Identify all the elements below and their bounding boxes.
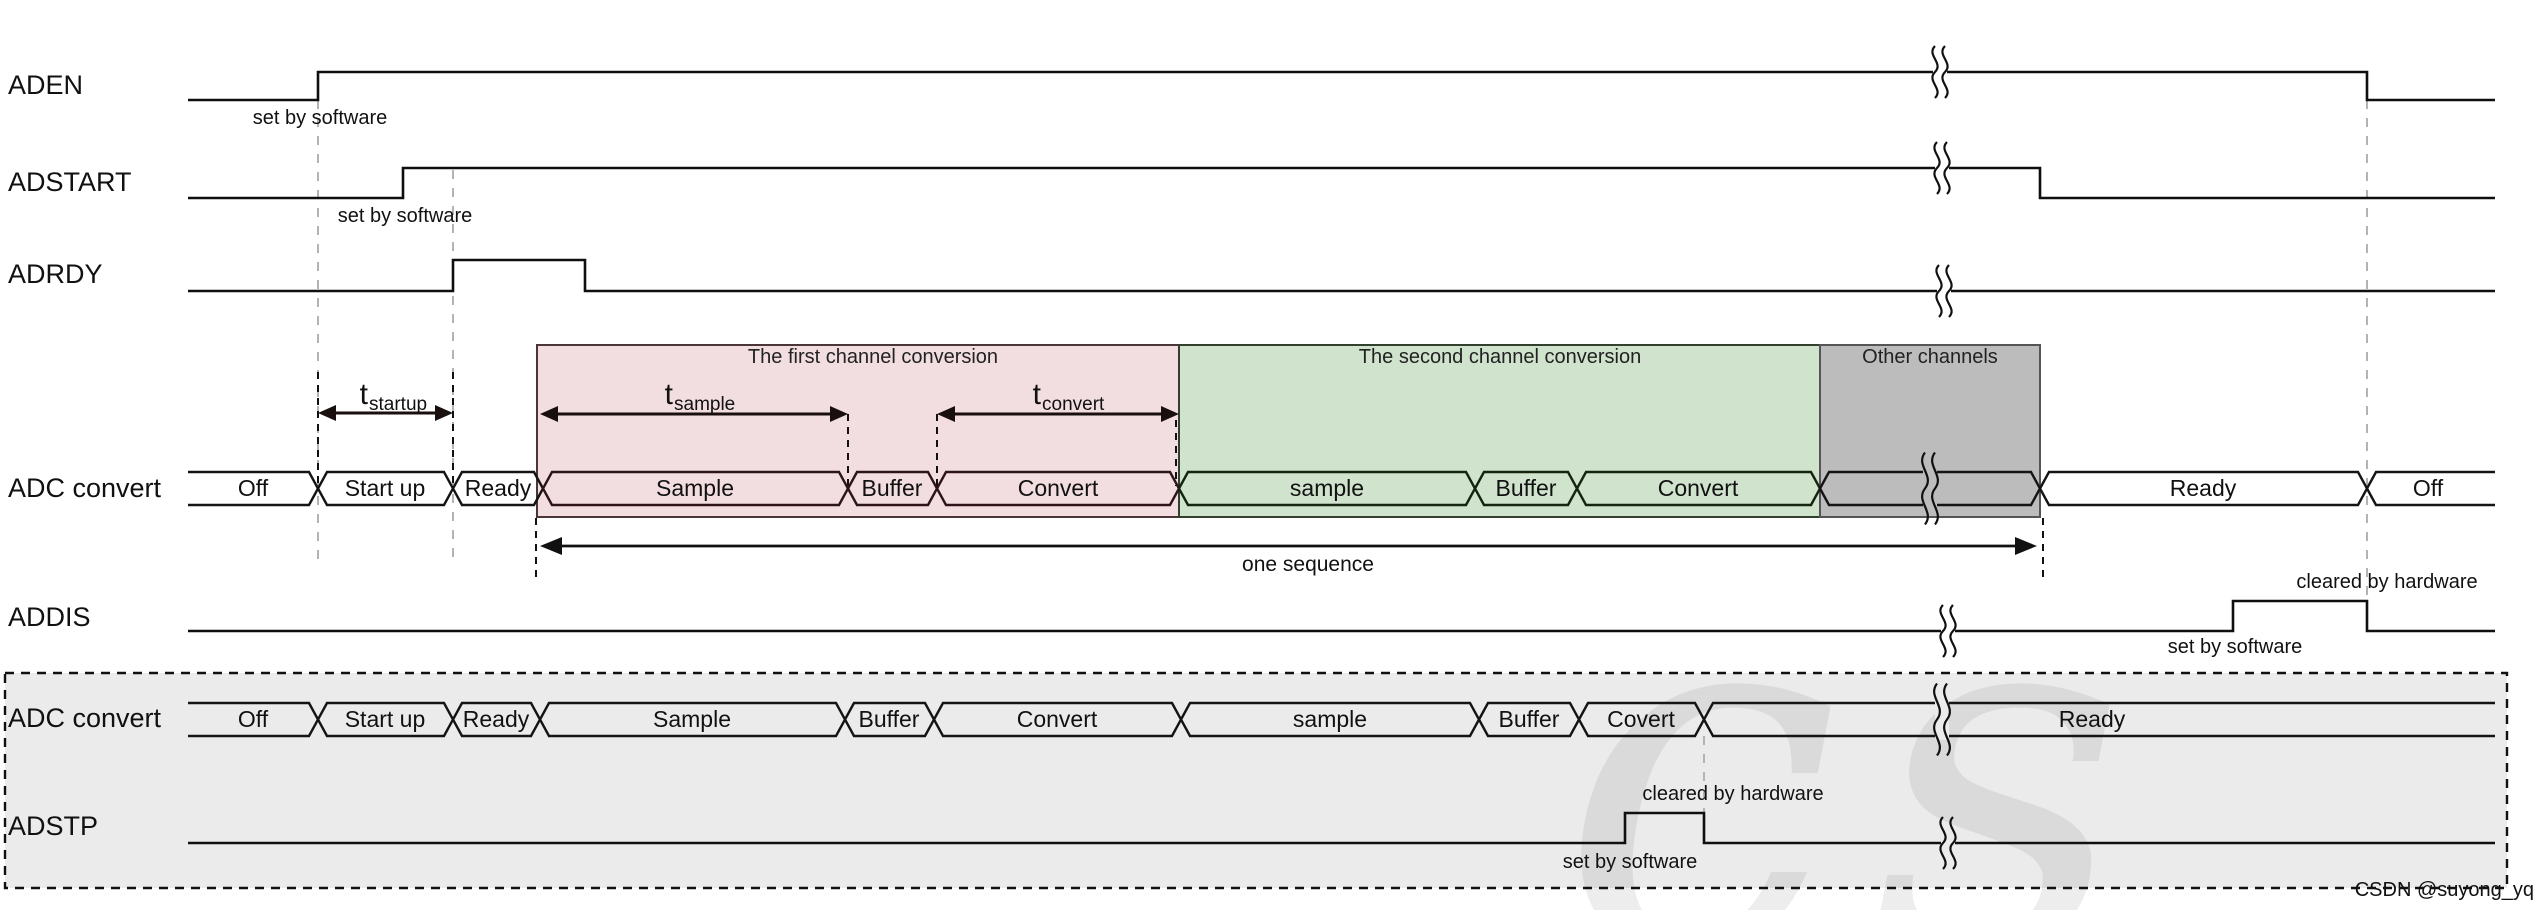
one-sequence-label: one sequence <box>1242 553 1374 576</box>
bus2-label: Buffer <box>859 706 920 732</box>
t-convert-label: t convert <box>1033 378 1105 415</box>
watermark-logo: cs <box>1560 486 2157 910</box>
addis-break <box>1939 604 1957 658</box>
bus2-label: sample <box>1293 706 1367 732</box>
adc-convert-bus: Off Start up Ready Sample Buffer Convert… <box>188 451 2495 526</box>
bus2-label: Ready <box>463 706 530 732</box>
adstart-label: ADSTART <box>8 167 132 197</box>
t-convert-arrow <box>937 406 1179 422</box>
bus-label: sample <box>1290 475 1364 501</box>
bus2-label: Covert <box>1607 706 1675 732</box>
t-sample-label: t sample <box>665 378 736 415</box>
svg-text:t: t <box>360 378 369 411</box>
aden-waveform <box>188 70 2495 102</box>
svg-text:convert: convert <box>1042 394 1105 415</box>
bus-label: Buffer <box>1496 475 1557 501</box>
bus2-label: Start up <box>345 706 426 732</box>
bus2-break <box>1933 682 1951 757</box>
adc-convert-bus-repeat: Off Start up Ready Sample Buffer Convert… <box>188 682 2495 757</box>
bus2-seg-ready2 <box>1702 701 2495 738</box>
adstp-set-annotation: set by software <box>1563 851 1698 873</box>
svg-text:t: t <box>1033 378 1042 411</box>
adstp-waveform <box>188 811 2495 845</box>
adrdy-waveform <box>188 258 2495 293</box>
adstart-set-annotation: set by software <box>338 205 473 227</box>
bus-label: Convert <box>1018 475 1099 501</box>
adrdy-label: ADRDY <box>8 259 103 289</box>
t-startup-label: t startup <box>360 378 427 415</box>
bus-label: Sample <box>656 475 734 501</box>
bus-label: Buffer <box>862 475 923 501</box>
bus-label: Convert <box>1658 475 1739 501</box>
addis-cleared-annotation: cleared by hardware <box>2296 571 2477 593</box>
one-sequence-arrow <box>540 537 2037 555</box>
bus2-label: Convert <box>1017 706 1098 732</box>
second-channel-region <box>1178 344 1821 518</box>
adstart-waveform <box>188 166 2495 200</box>
adc-convert-bus-break <box>1921 451 1939 526</box>
first-channel-region-title: The first channel conversion <box>748 346 998 368</box>
t-sample-arrow <box>540 406 848 422</box>
adstart-break <box>1933 141 1951 195</box>
aden-label: ADEN <box>8 70 83 100</box>
addis-label: ADDIS <box>8 602 91 632</box>
addis-set-annotation: set by software <box>2168 636 2303 658</box>
adrdy-break <box>1935 264 1953 318</box>
bus2-label: Buffer <box>1499 706 1560 732</box>
stop-scenario-panel <box>3 671 2509 890</box>
svg-text:sample: sample <box>674 394 735 415</box>
bus2-label: Ready <box>2059 706 2126 732</box>
bus2-label: Sample <box>653 706 731 732</box>
adc-convert-repeat-label: ADC convert <box>8 703 162 733</box>
aden-break <box>1931 45 1949 99</box>
svg-text:startup: startup <box>369 394 427 415</box>
bus-label: Off <box>2413 475 2444 501</box>
first-channel-region <box>536 344 1180 518</box>
bus-label: Start up <box>345 475 426 501</box>
bus-seg-off2 <box>2365 470 2495 507</box>
bus-label: Off <box>238 475 269 501</box>
addis-waveform <box>188 599 2495 633</box>
bus-label: Ready <box>2170 475 2237 501</box>
t-startup-arrow <box>318 405 453 421</box>
bus-label: Ready <box>465 475 532 501</box>
adstp-label: ADSTP <box>8 811 98 841</box>
adstp-cleared-annotation: cleared by hardware <box>1642 783 1823 805</box>
other-channels-region-title: Other channels <box>1862 346 1998 368</box>
adc-convert-label: ADC convert <box>8 473 162 503</box>
svg-text:t: t <box>665 378 674 411</box>
adstp-break <box>1939 816 1957 870</box>
second-channel-region-title: The second channel conversion <box>1359 346 1641 368</box>
watermark-credit: CSDN @suyong_yq <box>2355 879 2534 901</box>
bus2-label: Off <box>238 706 269 732</box>
aden-set-annotation: set by software <box>253 107 388 129</box>
